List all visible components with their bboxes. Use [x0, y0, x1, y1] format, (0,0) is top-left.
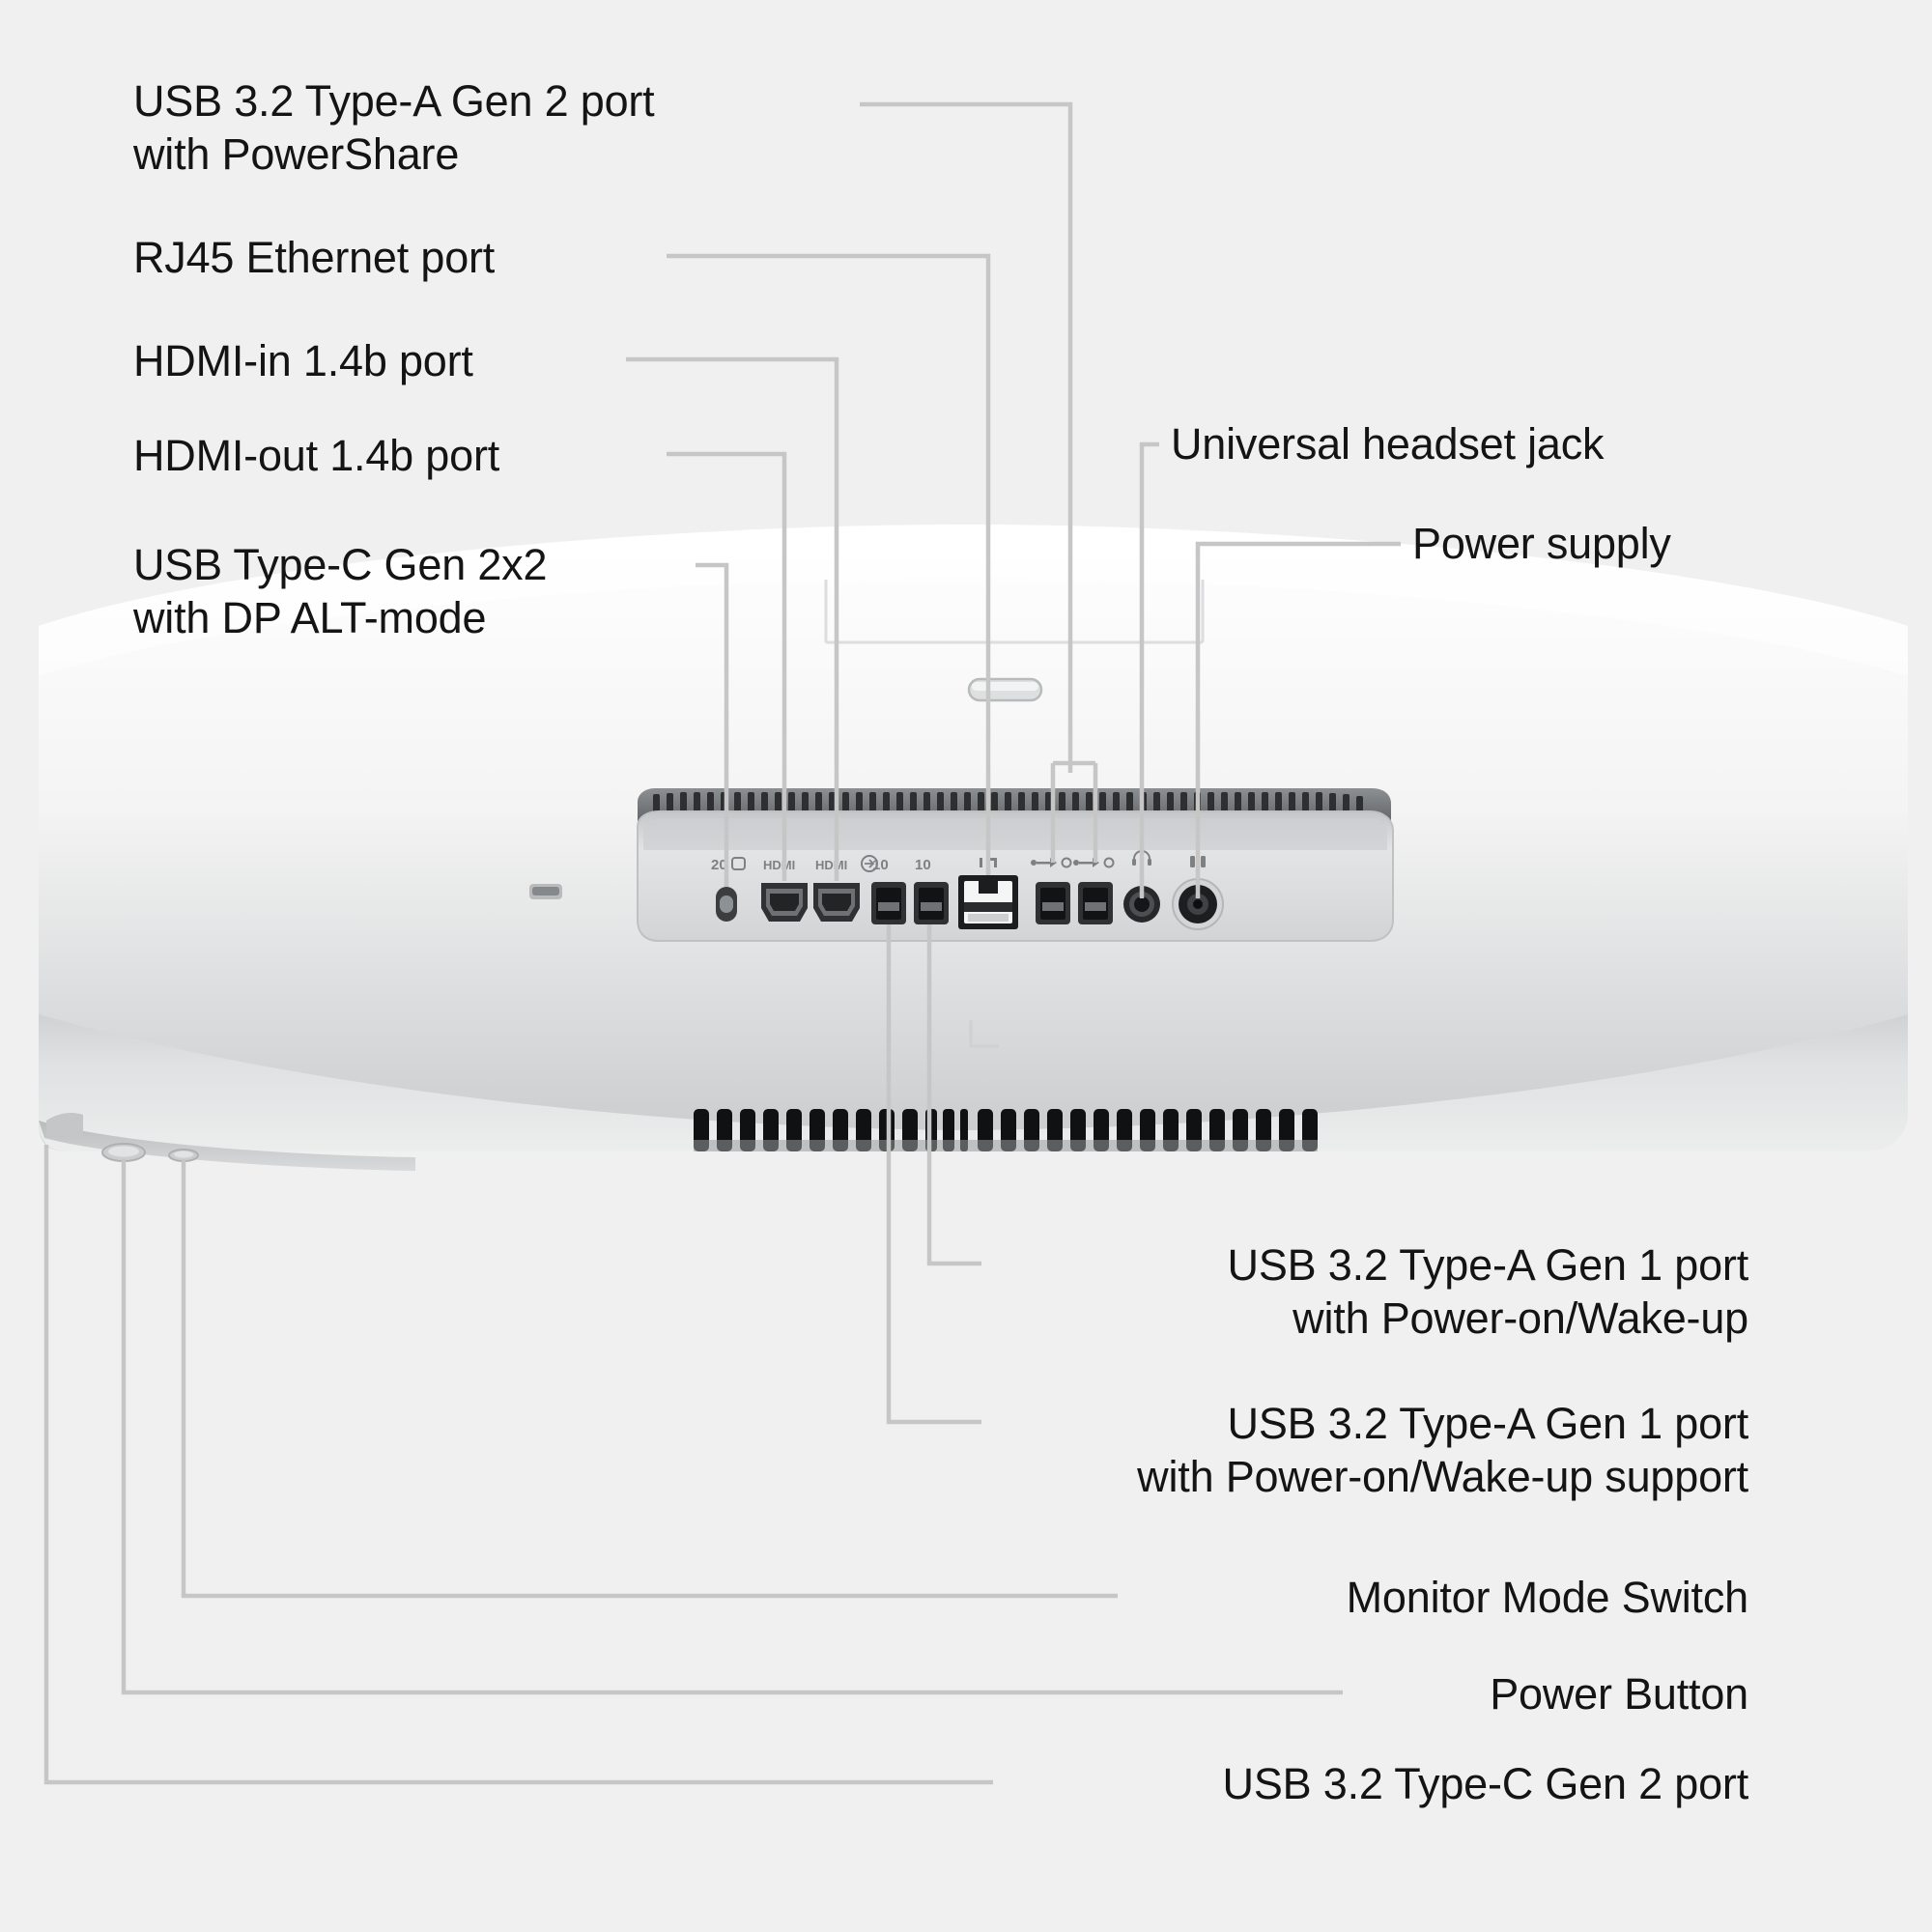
callout-usb-a-gen2-powershare: USB 3.2 Type-A Gen 2 port with PowerShar…	[133, 76, 655, 179]
callout-power-supply: Power supply	[1412, 519, 1671, 568]
hdmi-in-marking-icon: HDMI	[815, 858, 847, 872]
cable-management-slot	[967, 677, 1043, 702]
usb-a-2-speed-marking-icon: 10	[915, 857, 931, 873]
power-button[interactable]	[101, 1143, 146, 1162]
callout-hdmi-in: HDMI-in 1.4b port	[133, 336, 473, 385]
callout-headset-jack: Universal headset jack	[1171, 419, 1605, 469]
callout-usb-c-gen2-bottom: USB 3.2 Type-C Gen 2 port	[1222, 1759, 1749, 1808]
callout-monitor-mode-switch: Monitor Mode Switch	[1346, 1573, 1749, 1622]
monitor-mode-switch[interactable]	[168, 1149, 199, 1162]
callout-usb-a-gen1-wake-1: USB 3.2 Type-A Gen 1 port with Power-on/…	[1227, 1240, 1749, 1343]
callout-usb-a-gen1-wake-2: USB 3.2 Type-A Gen 1 port with Power-on/…	[1137, 1399, 1748, 1501]
callout-power-button: Power Button	[1490, 1669, 1748, 1719]
security-lock-slot	[529, 884, 562, 899]
hdmi-out-marking-icon: HDMI	[763, 858, 795, 872]
lower-vent-grille	[694, 1109, 1318, 1151]
svg-text:20: 20	[711, 857, 727, 873]
callout-rj45: RJ45 Ethernet port	[133, 233, 496, 282]
callout-usb-c-gen2x2: USB Type-C Gen 2x2 with DP ALT-mode	[133, 540, 548, 642]
port-rj45-ethernet[interactable]	[958, 858, 1018, 929]
usb-a-1-speed-marking-icon: 10	[872, 857, 889, 873]
callout-hdmi-out: HDMI-out 1.4b port	[133, 431, 500, 480]
port-usb-a-gen2-powershare-1[interactable]	[1031, 857, 1072, 924]
